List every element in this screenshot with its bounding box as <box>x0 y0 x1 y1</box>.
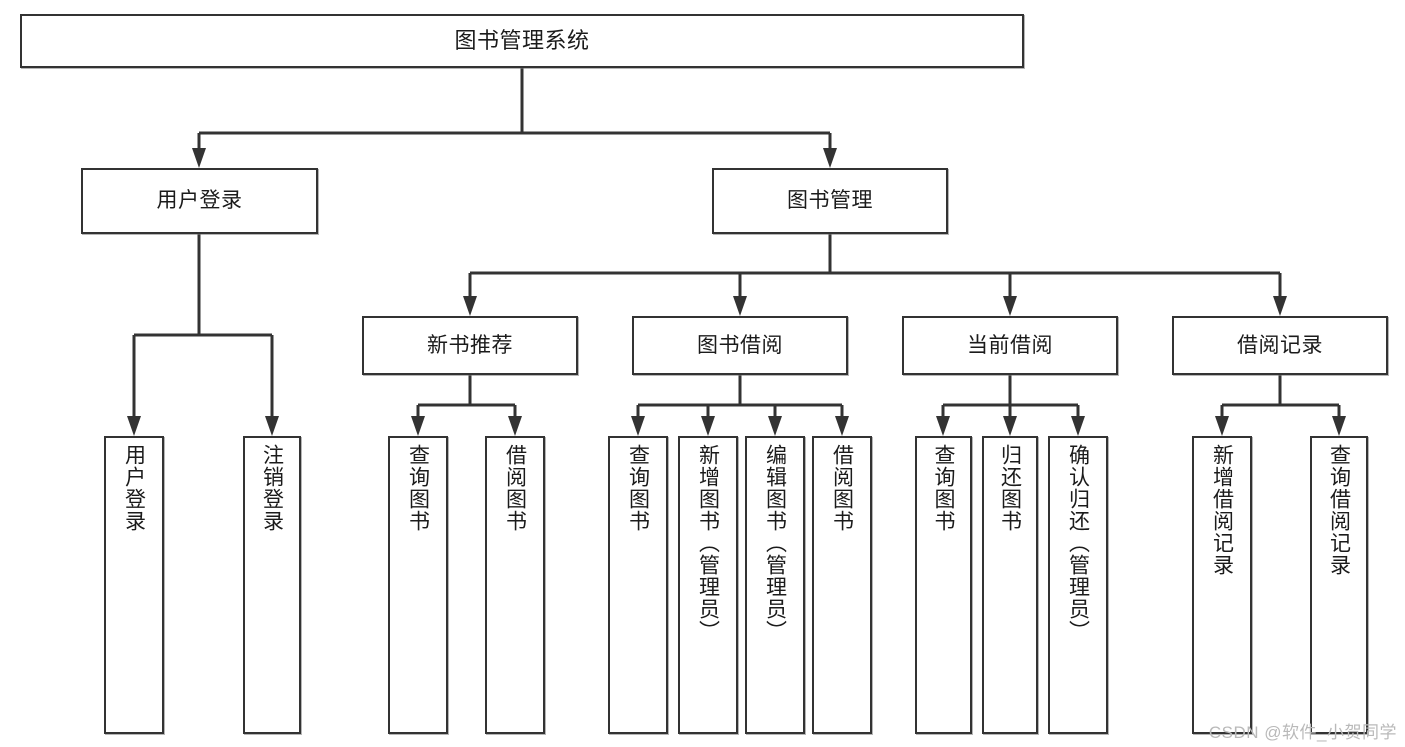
node-leaf-add-book[interactable]: 新增图书（管理员） <box>678 436 738 734</box>
node-label: 编辑图书（管理员） <box>763 444 787 642</box>
node-label: 用户登录 <box>122 444 146 532</box>
arrowhead-icon <box>508 416 522 436</box>
arrowhead-icon <box>1003 296 1017 316</box>
node-label: 确认归还（管理员） <box>1066 444 1090 642</box>
node-label: 借阅记录 <box>1237 333 1323 357</box>
arrowhead-icon <box>192 148 206 168</box>
node-leaf-add-record[interactable]: 新增借阅记录 <box>1192 436 1252 734</box>
node-leaf-query-record[interactable]: 查询借阅记录 <box>1310 436 1368 734</box>
node-leaf-borrow-book-2[interactable]: 借阅图书 <box>812 436 872 734</box>
node-label: 图书借阅 <box>697 333 783 357</box>
arrowhead-icon <box>265 416 279 436</box>
arrowhead-icon <box>1215 416 1229 436</box>
node-leaf-logout[interactable]: 注销登录 <box>243 436 301 734</box>
node-label: 用户登录 <box>156 189 243 213</box>
node-leaf-query-book-2[interactable]: 查询图书 <box>608 436 668 734</box>
arrowhead-icon <box>733 296 747 316</box>
arrowhead-icon <box>411 416 425 436</box>
node-label: 注销登录 <box>260 444 284 532</box>
node-leaf-confirm-return[interactable]: 确认归还（管理员） <box>1048 436 1108 734</box>
node-leaf-query-book-1[interactable]: 查询图书 <box>388 436 448 734</box>
node-label: 借阅图书 <box>830 444 854 532</box>
node-borrow-record[interactable]: 借阅记录 <box>1172 316 1388 375</box>
node-user-login[interactable]: 用户登录 <box>81 168 318 234</box>
arrowhead-icon <box>1071 416 1085 436</box>
arrowhead-icon <box>1332 416 1346 436</box>
node-root[interactable]: 图书管理系统 <box>20 14 1024 68</box>
node-leaf-query-book-3[interactable]: 查询图书 <box>915 436 972 734</box>
arrowhead-icon <box>701 416 715 436</box>
node-label: 借阅图书 <box>503 444 527 532</box>
node-label: 当前借阅 <box>967 333 1053 357</box>
arrowhead-icon <box>1003 416 1017 436</box>
node-label: 图书管理 <box>787 189 873 213</box>
node-label: 新增图书（管理员） <box>696 444 720 642</box>
arrowhead-icon <box>835 416 849 436</box>
arrowhead-icon <box>631 416 645 436</box>
node-current-borrow[interactable]: 当前借阅 <box>902 316 1118 375</box>
node-leaf-edit-book[interactable]: 编辑图书（管理员） <box>745 436 805 734</box>
node-new-book-rec[interactable]: 新书推荐 <box>362 316 578 375</box>
arrowhead-icon <box>768 416 782 436</box>
node-label: 查询借阅记录 <box>1327 444 1351 576</box>
arrowhead-icon <box>463 296 477 316</box>
node-label: 归还图书 <box>998 444 1022 532</box>
node-leaf-return-book[interactable]: 归还图书 <box>982 436 1038 734</box>
node-label: 查询图书 <box>932 444 955 532</box>
arrowhead-icon <box>1273 296 1287 316</box>
node-label: 图书管理系统 <box>454 27 590 53</box>
node-book-borrow[interactable]: 图书借阅 <box>632 316 848 375</box>
node-label: 新增借阅记录 <box>1210 444 1234 576</box>
node-label: 新书推荐 <box>427 333 513 357</box>
node-label: 查询图书 <box>626 444 650 532</box>
arrowhead-icon <box>823 148 837 168</box>
watermark: CSDN @软件_小贺同学 <box>1208 723 1397 742</box>
arrowhead-icon <box>936 416 950 436</box>
node-leaf-user-login[interactable]: 用户登录 <box>104 436 164 734</box>
node-leaf-borrow-book-1[interactable]: 借阅图书 <box>485 436 545 734</box>
node-book-manage[interactable]: 图书管理 <box>712 168 948 234</box>
node-label: 查询图书 <box>406 444 430 532</box>
arrowhead-icon <box>127 416 141 436</box>
